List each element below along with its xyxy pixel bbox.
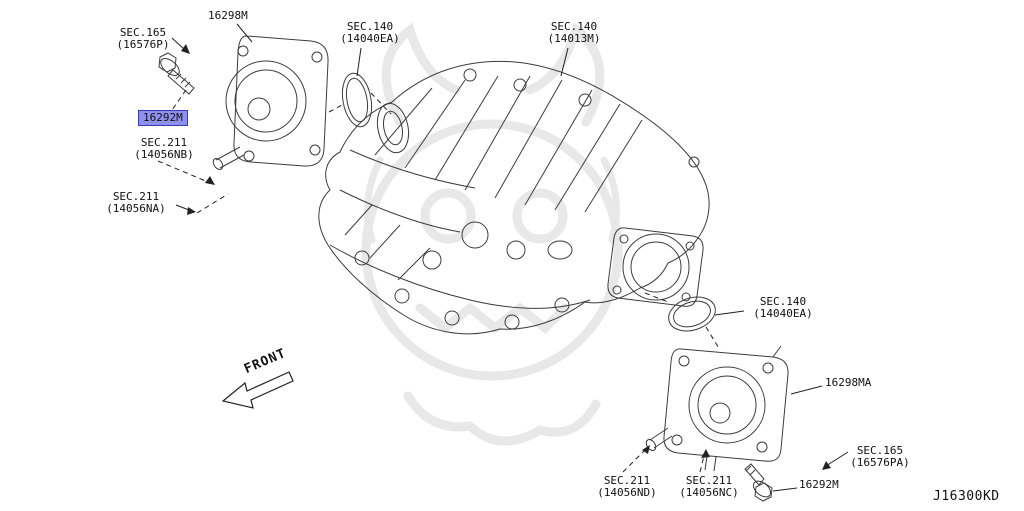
- callout-sec211-14056nc[interactable]: SEC.211 (14056NC): [668, 475, 750, 499]
- callout-line: SEC.165: [119, 26, 167, 39]
- callout-line: 16298MA: [825, 376, 872, 389]
- callout-16298m[interactable]: 16298M: [208, 10, 248, 22]
- callout-line: (14040EA): [340, 32, 400, 45]
- callout-line: SEC.211: [685, 474, 733, 487]
- callout-line: 16292M: [799, 478, 839, 491]
- callout-line: SEC.211: [603, 474, 651, 487]
- leader-lines-solid: [171, 23, 849, 492]
- callout-sec211-14056nb[interactable]: SEC.211 (14056NB): [122, 137, 206, 161]
- callout-line: SEC.140: [759, 295, 807, 308]
- callout-line: (14056ND): [597, 486, 657, 499]
- throttle-body-right-drawing: [645, 345, 789, 472]
- callout-sec165-16576p[interactable]: SEC.165 (16576P): [104, 27, 182, 51]
- front-arrow-icon: [221, 371, 294, 409]
- callout-sec140-14013m[interactable]: SEC.140 (14013M): [534, 21, 614, 45]
- callout-line: (14040EA): [753, 307, 813, 320]
- o-ring-left-drawing: [341, 72, 373, 128]
- callout-line: (14013M): [547, 32, 601, 45]
- callout-sec140-14040ea-top[interactable]: SEC.140 (14040EA): [330, 21, 410, 45]
- callout-sec165-16576pa[interactable]: SEC.165 (16576PA): [838, 445, 922, 469]
- callout-line: SEC.165: [856, 444, 904, 457]
- intake-manifold-drawing: [318, 60, 710, 335]
- callout-sec211-14056nd[interactable]: SEC.211 (14056ND): [586, 475, 668, 499]
- callout-line: 16298M: [208, 9, 248, 22]
- diagram-code: J16300KD: [933, 489, 1000, 504]
- callout-line: (14056NC): [679, 486, 739, 499]
- callout-line: 16292M: [143, 111, 183, 124]
- callout-line: (16576PA): [850, 456, 910, 469]
- throttle-body-left-drawing: [212, 35, 329, 170]
- bolt-right-drawing: [744, 463, 773, 502]
- label-16292m-highlight[interactable]: 16292M: [138, 110, 188, 126]
- watermark-graphic: [361, 22, 623, 446]
- callout-sec140-14040ea-right[interactable]: SEC.140 (14040EA): [742, 296, 824, 320]
- callout-sec211-14056na[interactable]: SEC.211 (14056NA): [94, 191, 178, 215]
- callout-16298ma[interactable]: 16298MA: [825, 377, 871, 389]
- callout-line: SEC.211: [112, 190, 160, 203]
- leader-arrowheads: [181, 44, 831, 470]
- o-ring-right-drawing: [668, 296, 716, 332]
- bolt-left-drawing: [158, 52, 195, 95]
- callout-line: (14056NA): [106, 202, 166, 215]
- callout-line: (16576P): [116, 38, 170, 51]
- callout-line: SEC.211: [140, 136, 188, 149]
- callout-line: SEC.140: [346, 20, 394, 33]
- leader-lines-dashed: [157, 89, 721, 473]
- callout-line: (14056NB): [134, 148, 194, 161]
- callout-line: SEC.140: [550, 20, 598, 33]
- callout-16292m-bottom[interactable]: 16292M: [799, 479, 839, 491]
